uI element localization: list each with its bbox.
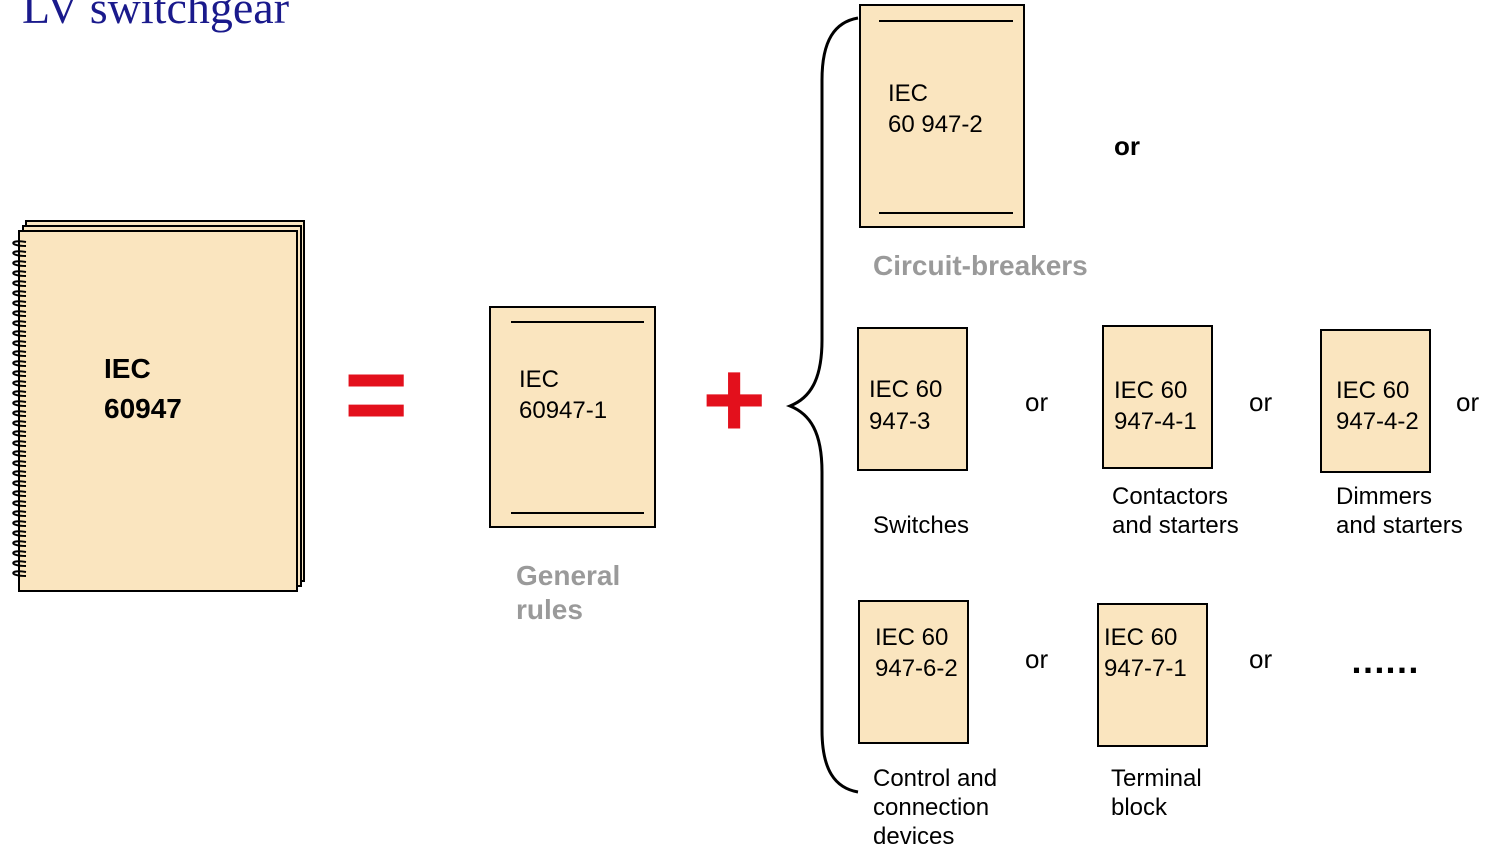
doc-iec-60947-3-line1: IEC 60	[869, 376, 943, 403]
doc-iec-60947-2-line2: 60 947-2	[888, 111, 983, 138]
doc-iec-60947-6-2-line1: IEC 60	[875, 624, 949, 651]
doc-iec-60947-4-1	[1102, 325, 1213, 469]
doc-iec-60947-4-1-line1: IEC 60	[1114, 377, 1188, 404]
page-title: LV switchgear	[22, 0, 290, 33]
circuit-breakers-caption: Circuit-breakers	[873, 250, 1088, 281]
doc-iec-60947-1-line2: 60947-1	[519, 397, 608, 424]
doc-iec-60947-4-2-line1: IEC 60	[1336, 377, 1410, 404]
doc-iec-60947-2-line1: IEC	[888, 80, 929, 107]
or-row2-1: or	[1025, 387, 1049, 417]
general-rules-caption-line1: General	[516, 560, 621, 591]
doc-iec-60947-7-1-line1: IEC 60	[1104, 624, 1178, 651]
doc-iec-60947-1	[489, 306, 656, 528]
doc-iec-60947-4-2-line2: 947-4-2	[1336, 408, 1419, 435]
doc-iec-60947-6-2	[858, 600, 969, 744]
spiral-binding-icon	[12, 240, 27, 577]
terminal-caption-line2: block	[1111, 794, 1168, 821]
control-caption-line3: devices	[873, 823, 955, 850]
doc-iec-60947-7-1-line2: 947-7-1	[1104, 655, 1187, 682]
contactors-caption-line1: Contactors	[1112, 483, 1229, 510]
or-row2-2: or	[1249, 387, 1273, 417]
or-row2-3: or	[1456, 387, 1480, 417]
ellipsis: ……	[1350, 640, 1420, 681]
general-rules-caption-line2: rules	[516, 594, 583, 625]
book-cover	[18, 230, 298, 592]
equals-sign: =	[344, 333, 409, 456]
contactors-caption-line2: and starters	[1112, 512, 1239, 539]
doc-iec-60947-1-line1: IEC	[519, 366, 560, 393]
dimmers-caption-line1: Dimmers	[1336, 483, 1432, 510]
curly-brace-icon	[785, 16, 859, 794]
control-caption-line2: connection	[873, 794, 990, 821]
doc-iec-60947-6-2-line2: 947-6-2	[875, 655, 958, 682]
doc-iec-60947-3-line2: 947-3	[869, 408, 931, 435]
doc-iec-60947-4-2	[1320, 329, 1431, 473]
or-circuit-breakers: or	[1114, 131, 1140, 161]
doc-iec-60947-7-1	[1097, 603, 1208, 747]
terminal-caption-line1: Terminal	[1111, 765, 1202, 792]
plus-sign: +	[702, 338, 767, 461]
doc-iec-60947-4-1-line2: 947-4-1	[1114, 408, 1197, 435]
book-label-line2: 60947	[104, 393, 182, 424]
doc-iec-60947-3	[857, 327, 968, 471]
or-row3-1: or	[1025, 644, 1049, 674]
dimmers-caption-line2: and starters	[1336, 512, 1463, 539]
book-label-line1: IEC	[104, 353, 151, 384]
control-caption-line1: Control and	[873, 765, 998, 792]
or-row3-2: or	[1249, 644, 1273, 674]
switches-caption: Switches	[873, 512, 970, 539]
doc-iec-60947-2	[859, 4, 1025, 228]
